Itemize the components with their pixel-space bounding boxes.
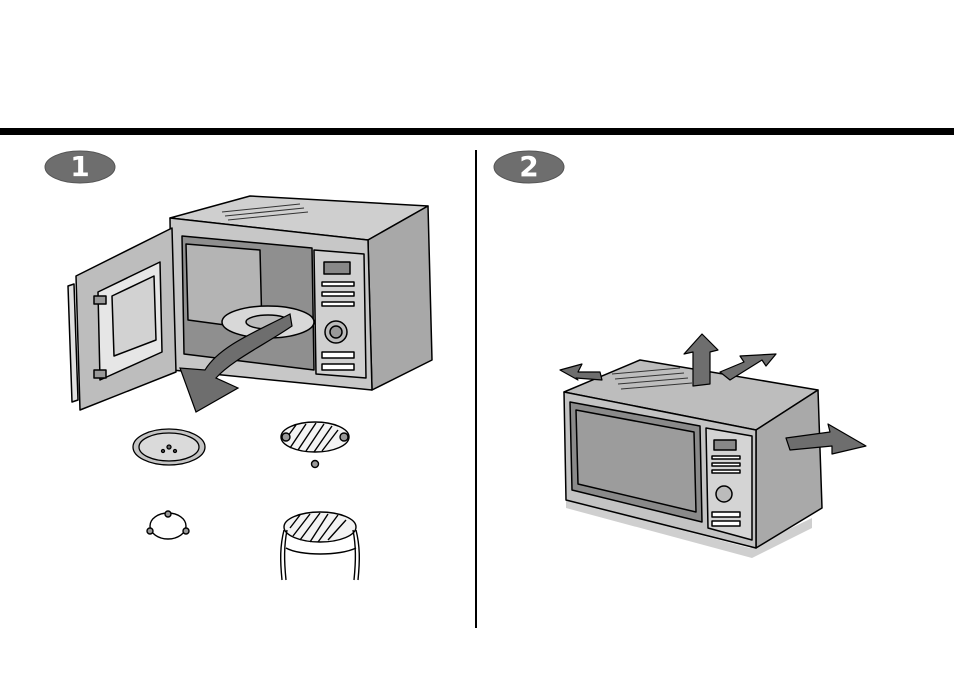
arrow-left-icon	[560, 364, 602, 380]
arrow-back-icon	[720, 354, 776, 380]
closed-microwave-icon	[564, 360, 822, 558]
